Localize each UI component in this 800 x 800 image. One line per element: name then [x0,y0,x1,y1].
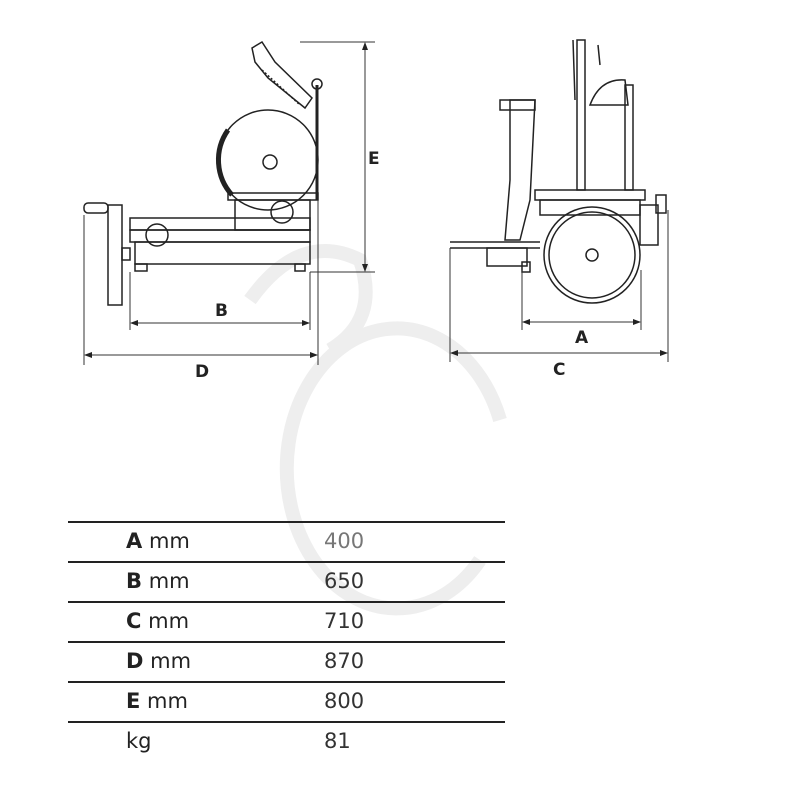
unit: mm [148,569,190,593]
dimension-key: A [126,529,143,553]
unit: mm [148,529,190,553]
front-view-slicer [450,39,667,304]
dimension-key: D [126,649,144,673]
specifications-table: A mm 400 B mm 650 C mm 710 D mm 870 E mm… [68,521,505,761]
side-view-slicer [83,40,323,306]
table-row: D mm 870 [68,641,505,681]
dimension-key: C [126,609,142,633]
watermark-logo [244,244,507,616]
unit: mm [148,609,190,633]
dimension-label-e: E [368,149,380,169]
table-row: A mm 400 [68,521,505,561]
table-row: B mm 650 [68,561,505,601]
dimension-label-c: C [553,360,565,380]
front-view-dimensions [449,210,669,362]
dimension-label-d: D [195,362,209,382]
table-row: C mm 710 [68,601,505,641]
table-row: E mm 800 [68,681,505,721]
value: 650 [324,569,365,593]
table-row: kg 81 [68,721,505,761]
value: 400 [324,529,365,553]
dimension-key: B [126,569,143,593]
unit: mm [150,649,192,673]
value: 710 [324,609,365,633]
dimension-label-a: A [575,328,589,348]
value: 870 [324,649,365,673]
value: 800 [324,689,365,713]
value: 81 [324,729,351,753]
unit: mm [147,689,188,713]
unit: kg [126,729,152,753]
side-view-dimensions [83,41,375,365]
dimension-label-b: B [215,301,228,321]
dimension-key: E [126,689,141,713]
